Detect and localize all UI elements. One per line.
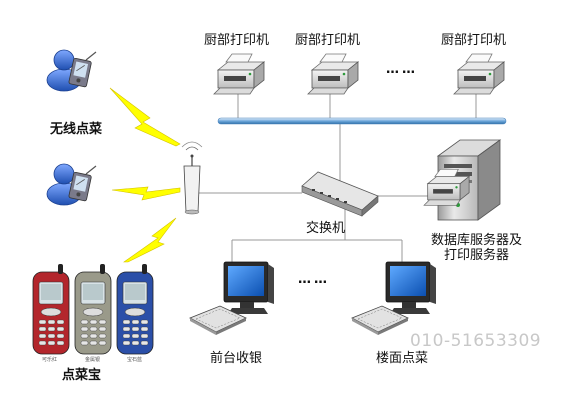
kitchen-printer-2-label: 厨部打印机 [295,33,361,48]
network-bus [217,117,507,125]
kitchen-printer-1-label: 厨部打印机 [204,33,270,48]
more-printers-ellipsis: …… [386,62,418,77]
ordering-device-red [32,263,70,355]
network-switch [301,171,379,217]
kitchen-printer-3 [453,53,505,95]
ordering-device-label: 点菜宝 [62,368,102,383]
front-desk-label: 前台收银 [210,351,263,366]
phone-caption-red: 可乐红 [42,357,58,363]
wireless-signal-bolts [109,87,181,263]
wireless-ordering-label: 无线点菜 [50,122,103,137]
kitchen-printer-1 [213,53,265,95]
phone-number-watermark: 010-51653309 [410,331,542,351]
server-label-line1: 数据库服务器及 [431,233,523,248]
kitchen-printer-2 [307,53,359,95]
floor-ordering-monitor [385,261,437,315]
front-desk-monitor [223,261,275,315]
waiter-pda-user-2 [46,163,97,206]
switch-label: 交换机 [306,221,346,236]
ordering-device-silver [74,263,112,355]
floor-ordering-label: 楼面点菜 [376,351,429,366]
more-pcs-ellipsis: …… [298,272,330,287]
phone-caption-blue: 宝石蓝 [127,357,143,363]
wireless-access-point [181,141,203,215]
waiter-pda-user-1 [46,49,97,92]
phone-caption-silver: 金属银 [85,357,101,363]
ordering-device-blue [116,263,154,355]
kitchen-printer-3-label: 厨部打印机 [441,33,507,48]
server-label-line2: 打印服务器 [444,248,510,263]
